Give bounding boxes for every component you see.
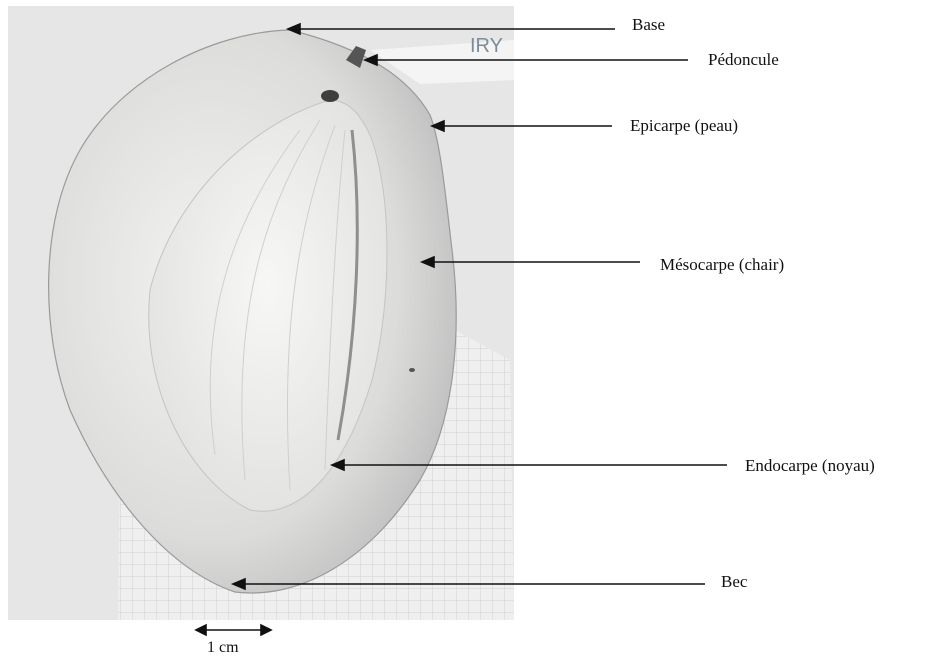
label-pedoncule: Pédoncule <box>708 51 779 68</box>
scale-bar-left-head <box>196 625 206 635</box>
label-endocarpe: Endocarpe (noyau) <box>745 457 875 474</box>
label-epicarpe: Epicarpe (peau) <box>630 117 738 134</box>
base-scar <box>321 90 339 102</box>
label-bec: Bec <box>721 573 747 590</box>
photo-stamp: IRY <box>470 35 503 57</box>
label-base: Base <box>632 16 665 33</box>
label-mesocarpe: Mésocarpe (chair) <box>660 256 784 273</box>
scale-bar-right-head <box>261 625 271 635</box>
scale-bar-label: 1 cm <box>207 640 239 656</box>
scale-bar <box>196 625 271 635</box>
